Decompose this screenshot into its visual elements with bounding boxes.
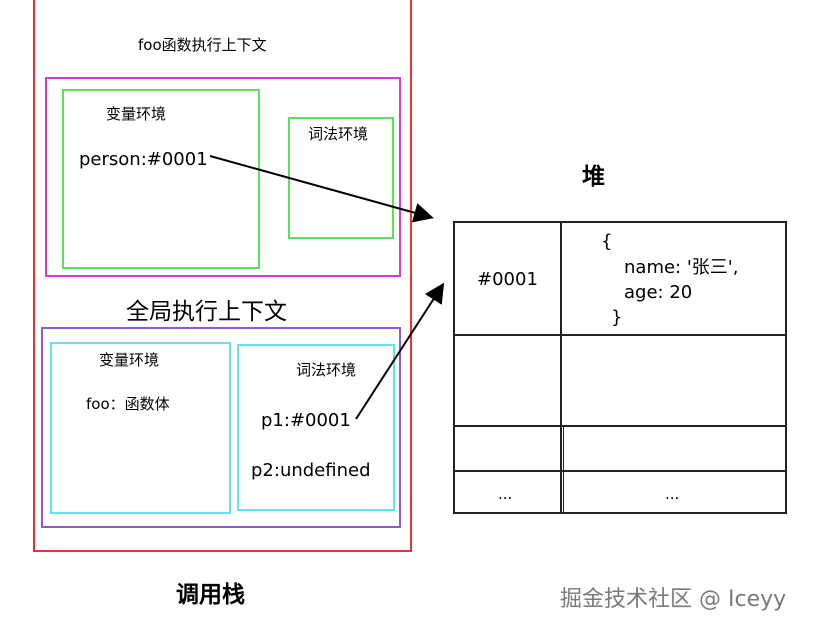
global-foo-entry: foo：函数体 — [86, 395, 170, 413]
global-lexical-environment-title: 词法环境 — [296, 361, 357, 379]
global-p2-entry: p2:undefined — [251, 460, 371, 481]
heap-table-line — [453, 221, 787, 223]
foo-variable-environment-title: 变量环境 — [106, 105, 167, 123]
foo-person-entry: person:#0001 — [79, 149, 208, 170]
global-variable-environment-title: 变量环境 — [99, 351, 160, 369]
global-execution-context — [41, 327, 401, 528]
heap-value-line: name: '张三', — [624, 257, 739, 278]
heap-table-line — [453, 470, 787, 472]
heap-table-line — [563, 425, 564, 514]
heap-value-cell: ... — [665, 485, 680, 503]
foo-lexical-environment-title: 词法环境 — [308, 125, 369, 143]
heap-value-line: } — [611, 307, 623, 328]
heap-address-cell: ... — [498, 485, 513, 503]
heap-table-line — [453, 334, 787, 336]
foo-context-title: foo函数执行上下文 — [138, 36, 267, 54]
heap-address-cell: #0001 — [477, 269, 538, 290]
heap-table-line — [453, 512, 787, 514]
global-context-title: 全局执行上下文 — [126, 299, 287, 325]
heap-table-line — [785, 221, 787, 514]
global-p1-entry: p1:#0001 — [261, 410, 351, 431]
heap-value-line: age: 20 — [624, 282, 693, 303]
global-variable-environment — [50, 342, 231, 514]
heap-table-line — [453, 425, 787, 427]
global-lexical-environment — [237, 344, 395, 511]
heap-value-line: { — [601, 231, 613, 252]
call-stack-title: 调用栈 — [176, 582, 245, 608]
call-stack-frame — [33, 0, 412, 552]
heap-table-line — [453, 221, 455, 514]
watermark: 掘金技术社区 @ Iceyy — [560, 587, 787, 612]
heap-title: 堆 — [582, 164, 605, 190]
heap-table-line — [560, 221, 562, 514]
